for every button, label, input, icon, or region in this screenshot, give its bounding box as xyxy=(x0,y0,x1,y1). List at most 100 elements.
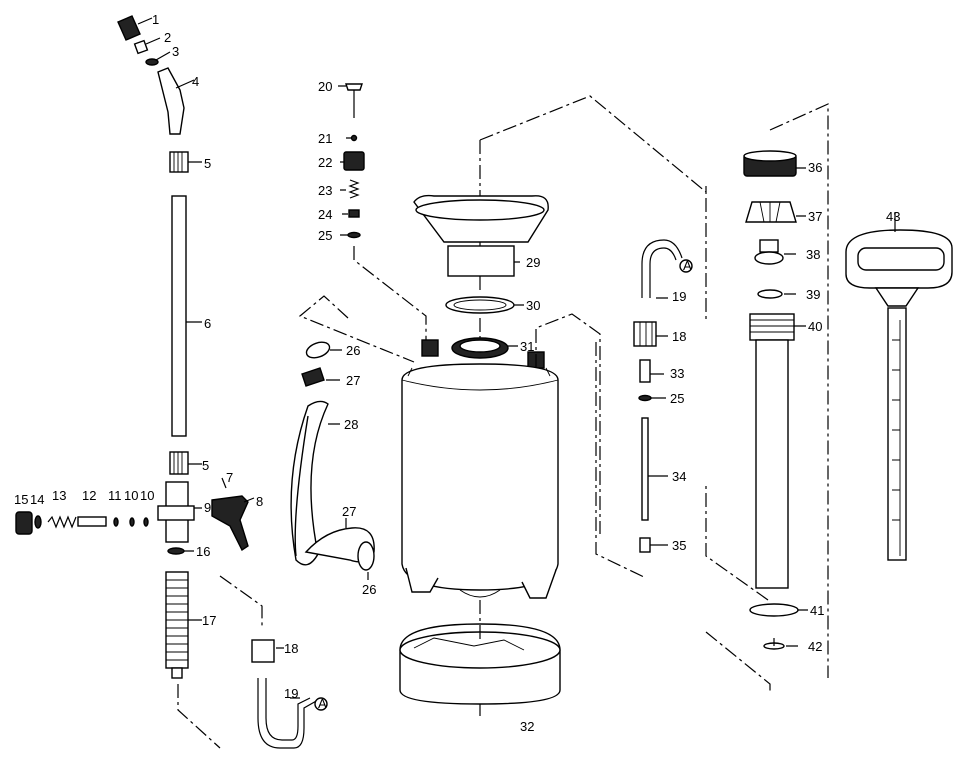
strap-clip-27 xyxy=(301,367,325,387)
lance-assembly: A xyxy=(15,15,328,749)
cylinder-top-37 xyxy=(745,201,797,223)
callout-41: 41 xyxy=(810,603,824,618)
callout-25-top: 25 xyxy=(318,228,332,243)
callout-22: 22 xyxy=(318,155,332,170)
callout-38: 38 xyxy=(806,247,820,262)
callout-31: 31 xyxy=(520,339,534,354)
pump-cylinder-40 xyxy=(755,339,789,589)
connector-33 xyxy=(639,359,651,383)
callout-16: 16 xyxy=(196,544,210,559)
hose-19-lower xyxy=(257,678,319,749)
callout-13: 13 xyxy=(52,488,66,503)
callout-2: 2 xyxy=(164,30,171,45)
callout-5-top: 5 xyxy=(204,156,211,171)
callout-40: 40 xyxy=(808,319,822,334)
hose-end-mark-lower xyxy=(314,697,328,711)
lance-nut-top xyxy=(169,151,189,173)
callout-14: 14 xyxy=(30,492,44,507)
callout-8: 8 xyxy=(256,494,263,509)
nozzle-cap xyxy=(117,15,141,41)
part-24 xyxy=(348,209,360,218)
washer-25 xyxy=(347,231,361,239)
nozzle-seal xyxy=(145,58,159,66)
gasket-41 xyxy=(749,603,799,617)
end-cap-15 xyxy=(15,511,33,535)
callout-7: 7 xyxy=(226,470,233,485)
relief-valve-assembly xyxy=(338,83,427,342)
hose-nut-18-lower xyxy=(251,639,275,663)
piston-38 xyxy=(759,239,779,253)
callout-5-bottom: 5 xyxy=(202,458,209,473)
connector-mark-upper: A xyxy=(683,258,692,273)
hose-19-upper xyxy=(641,239,683,298)
callout-24: 24 xyxy=(318,207,332,222)
valve-cross xyxy=(157,505,195,521)
callout-1: 1 xyxy=(152,12,159,27)
o-ring-11 xyxy=(113,517,119,527)
callout-42: 42 xyxy=(808,639,822,654)
nozzle-insert xyxy=(133,39,149,55)
callout-3: 3 xyxy=(172,44,179,59)
callout-36: 36 xyxy=(808,160,822,175)
callout-12: 12 xyxy=(82,488,96,503)
callout-18-lower: 18 xyxy=(284,641,298,656)
callout-11: 11 xyxy=(108,488,122,503)
callout-30: 30 xyxy=(526,298,540,313)
washer-25-upper xyxy=(638,394,652,402)
seal-16 xyxy=(167,547,185,555)
dip-tube-34 xyxy=(641,417,649,521)
callout-28: 28 xyxy=(344,417,358,432)
valve-spring xyxy=(47,515,77,529)
tank-feet xyxy=(405,567,557,599)
pump-cylinder-assembly xyxy=(705,103,829,694)
callout-39: 39 xyxy=(806,287,820,302)
filter-35 xyxy=(639,537,651,553)
tank-assembly xyxy=(399,95,707,716)
callout-29: 29 xyxy=(526,255,540,270)
cylinder-threads-40 xyxy=(749,313,795,341)
callout-15: 15 xyxy=(14,492,28,507)
callout-26-top: 26 xyxy=(346,343,360,358)
callout-26-bottom: 26 xyxy=(362,582,376,597)
callout-9: 9 xyxy=(204,500,211,515)
hose-tip xyxy=(171,667,183,679)
piston-rod xyxy=(887,307,907,561)
callout-4: 4 xyxy=(192,74,199,89)
hose-link-line xyxy=(177,575,263,749)
part-21 xyxy=(350,134,358,142)
strap-assembly xyxy=(290,295,415,580)
hose-end-mark-upper xyxy=(679,259,693,273)
o-ring-10a xyxy=(143,517,149,527)
callout-25-upper: 25 xyxy=(670,391,684,406)
dip-tube-assembly: A xyxy=(633,239,693,553)
callout-37: 37 xyxy=(808,209,822,224)
gasket-30 xyxy=(445,296,515,314)
cap-22 xyxy=(343,151,365,171)
hose-nut-18-upper xyxy=(633,321,657,347)
trigger-lever xyxy=(211,495,249,552)
trigger-pin xyxy=(221,477,227,489)
tank-fitting-left xyxy=(421,339,439,357)
callout-6: 6 xyxy=(204,316,211,331)
lance-tube xyxy=(171,195,187,437)
callout-18-upper: 18 xyxy=(672,329,686,344)
valve-head-20 xyxy=(345,83,363,91)
callout-10a: 10 xyxy=(140,488,154,503)
valve-link-line xyxy=(353,246,427,342)
callout-21: 21 xyxy=(318,131,332,146)
handle-collar xyxy=(874,287,920,307)
ring-26 xyxy=(305,341,331,359)
callout-34: 34 xyxy=(672,469,686,484)
callout-35: 35 xyxy=(672,538,686,553)
washer-14 xyxy=(34,515,42,529)
callout-27-bottom: 27 xyxy=(342,504,356,519)
connector-mark-lower: A xyxy=(318,696,327,711)
pump-handle-assembly xyxy=(845,212,953,561)
callout-27-top: 27 xyxy=(346,373,360,388)
tank-body xyxy=(401,363,559,591)
lance-nut-bottom xyxy=(169,451,189,475)
callout-23: 23 xyxy=(318,183,332,198)
callout-20: 20 xyxy=(318,79,332,94)
callout-19-lower: 19 xyxy=(284,686,298,701)
